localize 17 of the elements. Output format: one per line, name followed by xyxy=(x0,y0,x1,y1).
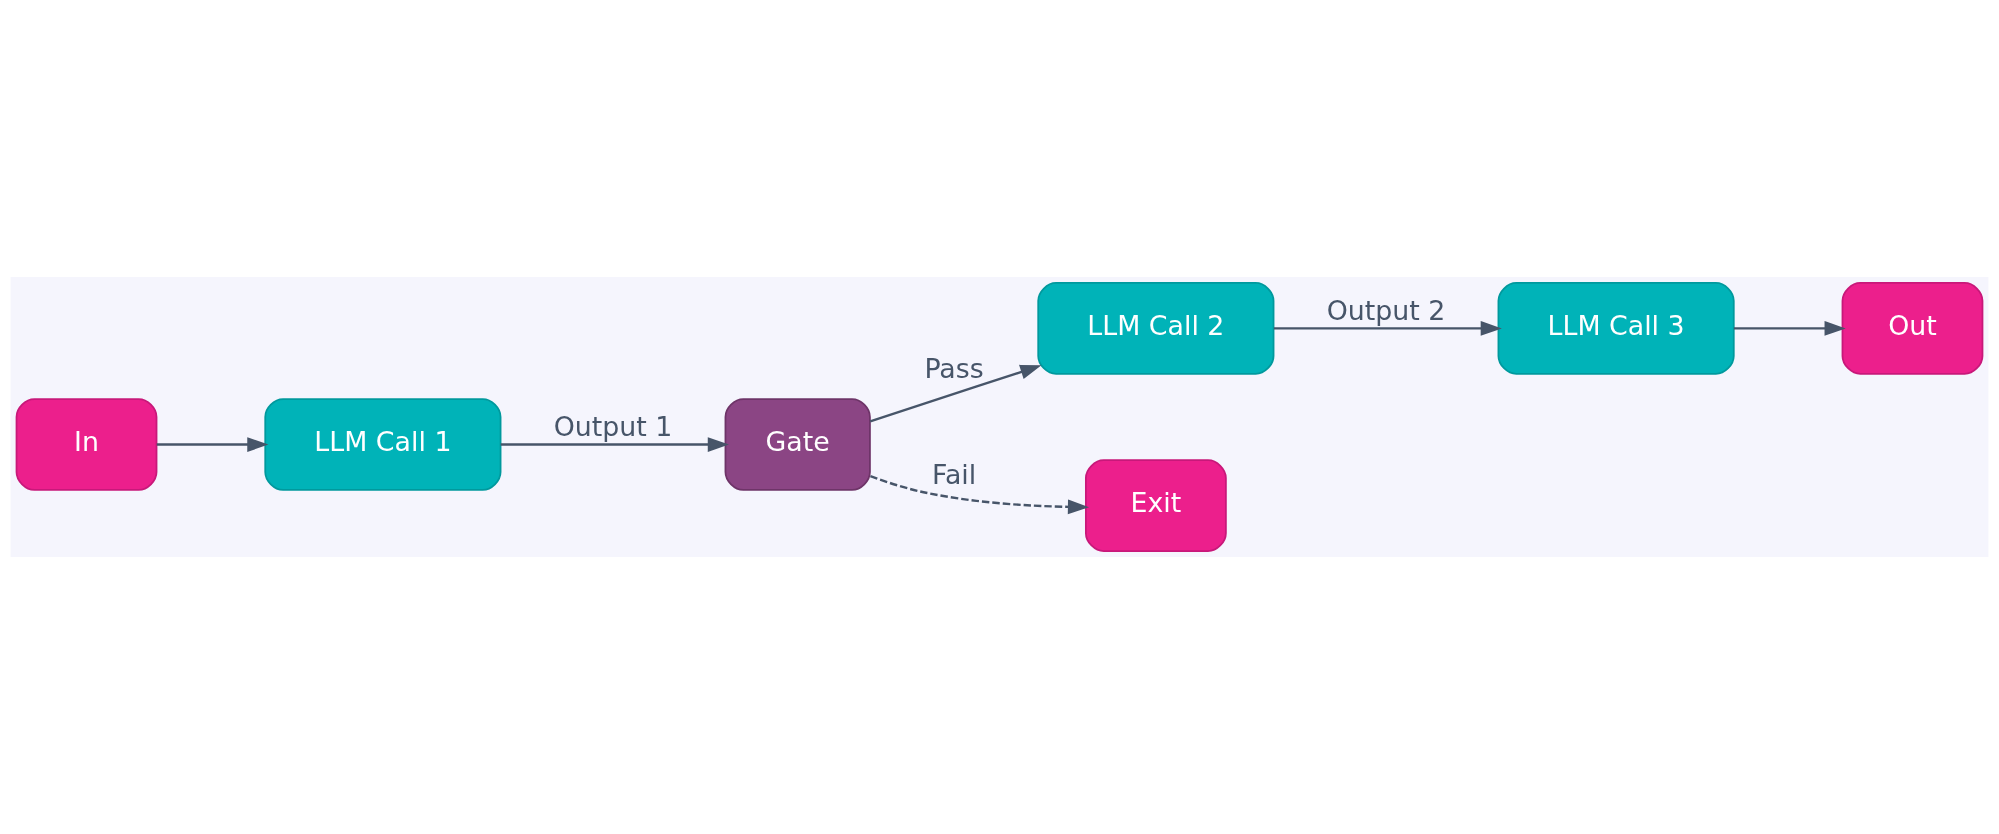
node-box: LLM Call 1 xyxy=(264,398,502,491)
node-box: Exit xyxy=(1085,459,1227,552)
edge-label: Fail xyxy=(931,458,977,490)
node-box: LLM Call 2 xyxy=(1037,282,1275,375)
arrow xyxy=(500,437,729,452)
arrow xyxy=(1273,320,1502,336)
node-box: In xyxy=(15,398,158,491)
node-box: Gate xyxy=(724,398,871,491)
node-box: Out xyxy=(1841,282,1984,375)
arrow xyxy=(1733,320,1846,336)
arrow xyxy=(869,475,1090,515)
arrow xyxy=(869,364,1042,423)
edge-label: Output 2 xyxy=(1326,295,1446,327)
edge-label: Pass xyxy=(924,353,984,385)
edge-label: Output 1 xyxy=(553,411,673,443)
arrow xyxy=(156,437,269,452)
node-box: LLM Call 3 xyxy=(1497,282,1735,375)
